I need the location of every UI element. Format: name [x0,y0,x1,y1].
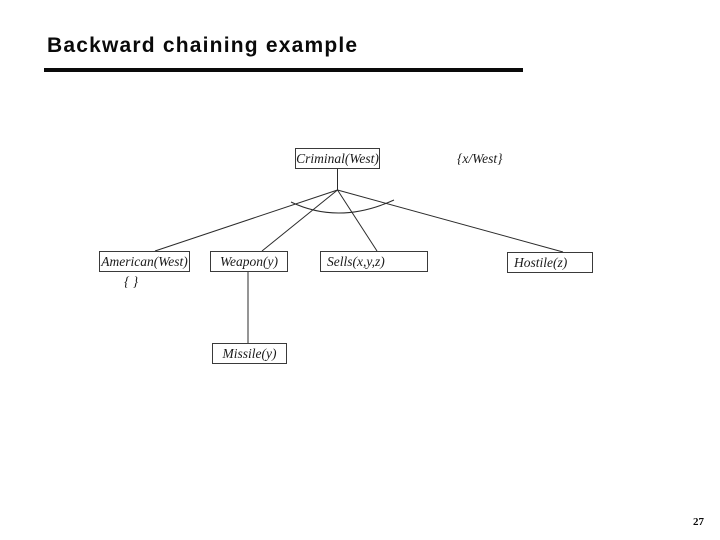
node-criminal-west: Criminal(West) [295,148,380,169]
node-weapon-y-label: Weapon(y) [220,253,278,269]
node-american-west-label: American(West) [101,253,188,269]
edge-to-weapon [261,189,338,252]
substitution-x-west: {x/West} [457,151,503,166]
edge-to-american [154,189,338,252]
node-sells-xyz-label: Sells(x,y,z) [327,253,385,269]
page-number: 27 [693,516,704,528]
node-sells-xyz: Sells(x,y,z) [320,251,428,272]
title-underline-rule [44,68,523,72]
edge-to-sells [337,189,378,252]
and-arc [290,199,395,214]
edge-to-hostile [337,189,564,253]
node-missile-y: Missile(y) [212,343,287,364]
slide-title: Backward chaining example [47,34,359,57]
node-hostile-z: Hostile(z) [507,252,593,273]
node-weapon-y: Weapon(y) [210,251,288,272]
node-hostile-z-label: Hostile(z) [514,254,568,270]
node-american-west: American(West) [99,251,190,272]
node-missile-y-label: Missile(y) [222,345,277,361]
substitution-empty: { } [124,274,139,289]
node-criminal-west-label: Criminal(West) [296,150,379,166]
